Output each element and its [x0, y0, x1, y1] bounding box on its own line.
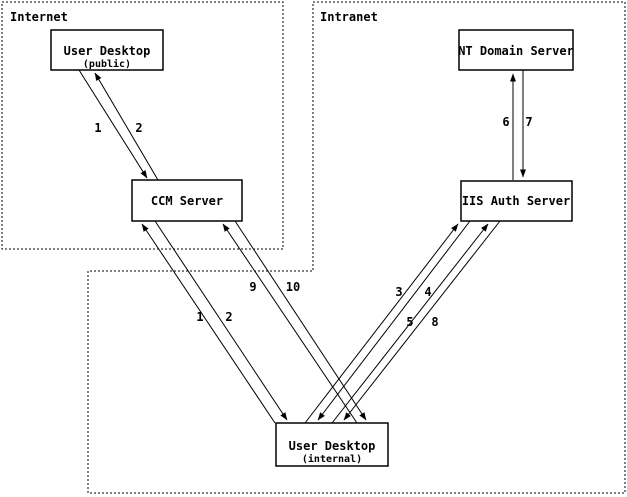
node-nt-domain-server-box	[458, 29, 574, 71]
node-iis-auth-server-title: IIS Auth Server	[462, 194, 570, 208]
node-ccm-server-title: CCM Server	[151, 194, 223, 208]
node-user-desktop-internal-box	[275, 422, 389, 467]
region-intranet-outline	[87, 1, 626, 494]
node-ccm-server: CCM Server	[131, 179, 243, 222]
edge-label-1-public: 1	[94, 121, 101, 135]
arrow-internal-desktop-to-ccm-1	[141, 223, 276, 424]
arrow-iis-to-internal-desktop-8	[343, 220, 501, 421]
arrow-ccm-to-internal-desktop-2	[154, 220, 288, 421]
edge-label-6: 6	[502, 115, 509, 129]
edge-label-7: 7	[525, 115, 532, 129]
edge-label-5: 5	[406, 315, 413, 329]
edge-label-4: 4	[424, 285, 431, 299]
arrow-internal-desktop-to-iis-3	[304, 223, 459, 424]
node-nt-domain-server-title: NT Domain Server	[458, 44, 574, 58]
node-iis-auth-server-box	[460, 180, 573, 222]
node-nt-domain-server: NT Domain Server	[458, 29, 574, 71]
arrow-ccm-to-internal-desktop-10	[234, 220, 367, 421]
node-ccm-server-box	[131, 179, 243, 222]
node-user-desktop-public-title: User Desktop	[64, 44, 151, 58]
node-iis-auth-server: IIS Auth Server	[460, 180, 573, 222]
edge-label-3: 3	[395, 285, 402, 299]
node-user-desktop-internal-title: User Desktop	[289, 439, 376, 453]
arrow-internal-desktop-to-iis-5	[331, 223, 489, 424]
edge-label-10: 10	[286, 280, 300, 294]
node-user-desktop-public: User Desktop (public)	[50, 29, 164, 71]
edge-label-8: 8	[431, 315, 438, 329]
region-internet-outline	[1, 1, 284, 250]
arrow-internal-desktop-to-ccm-9	[222, 223, 358, 424]
arrow-iis-to-internal-desktop-4	[317, 220, 471, 421]
edge-label-2-internal: 2	[225, 310, 232, 324]
node-user-desktop-public-box	[50, 29, 164, 71]
edge-label-1-internal: 1	[196, 310, 203, 324]
arrow-public-desktop-to-ccm	[78, 69, 148, 179]
node-user-desktop-internal: User Desktop (internal)	[275, 422, 389, 467]
node-user-desktop-public-subtitle: (public)	[83, 58, 131, 70]
region-intranet-label: Intranet	[320, 10, 378, 24]
edge-label-2-public: 2	[135, 121, 142, 135]
region-internet-label: Internet	[10, 10, 68, 24]
edge-label-9: 9	[249, 280, 256, 294]
arrow-ccm-to-public-desktop	[94, 72, 159, 181]
node-user-desktop-internal-subtitle: (internal)	[302, 453, 362, 465]
